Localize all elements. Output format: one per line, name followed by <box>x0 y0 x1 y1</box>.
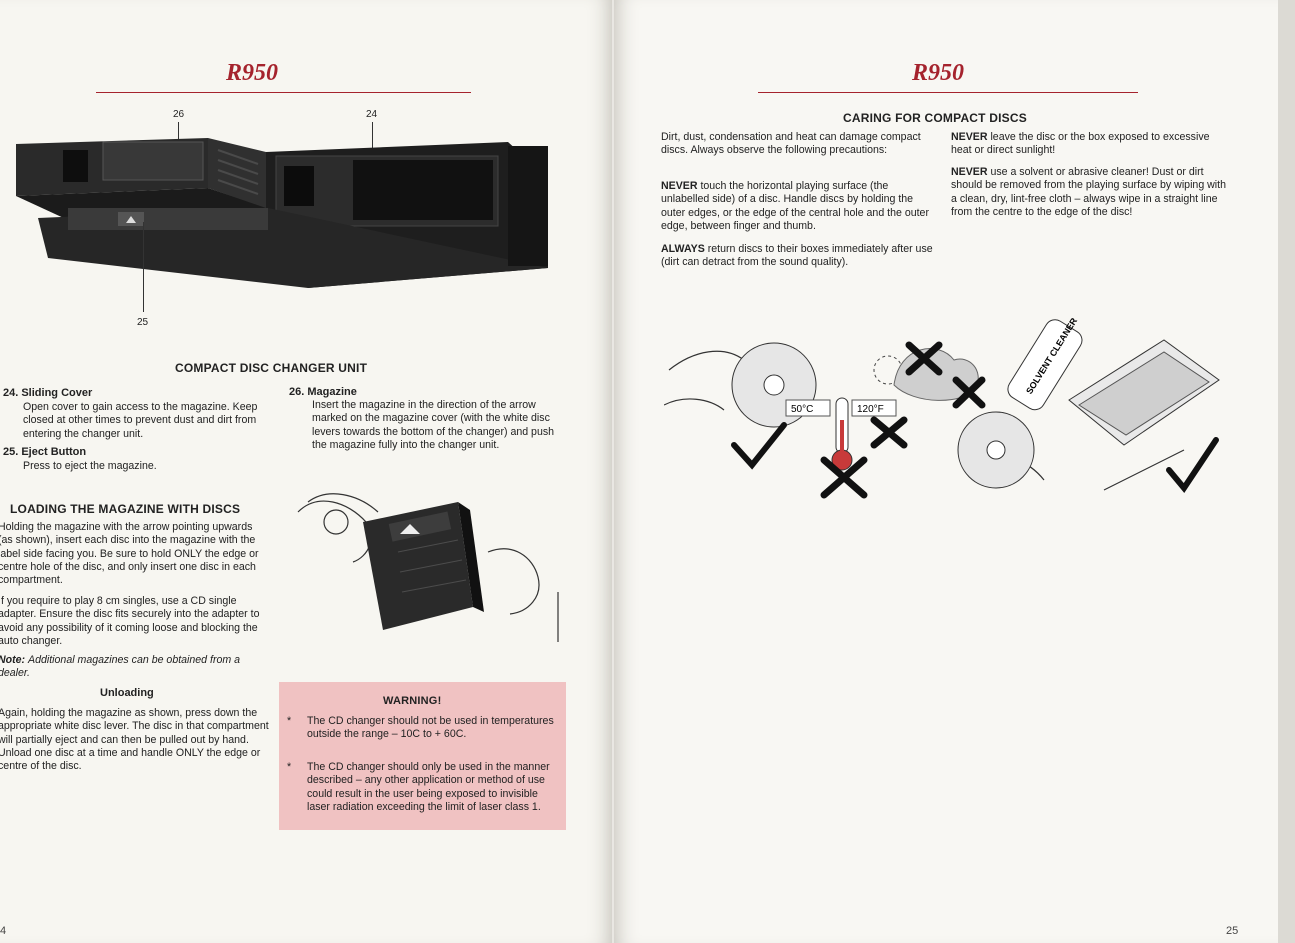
never-heat-text: leave the disc or the box exposed to exc… <box>951 131 1210 157</box>
note-label: Note: <box>0 654 26 666</box>
left-page: R950 26 24 25 COMPACT DISC CHANGER UNIT … <box>0 0 612 943</box>
never-heat-label: NEVER <box>951 131 988 143</box>
loading-paragraph-1: Holding the magazine with the arrow poin… <box>0 521 259 587</box>
never-solvent-label: NEVER <box>951 166 988 178</box>
loading-heading: LOADING THE MAGAZINE WITH DISCS <box>10 502 241 516</box>
right-page-title: R950 <box>912 60 965 86</box>
never-solvent-text: use a solvent or abrasive cleaner! Dust … <box>951 166 1226 218</box>
item-24-text: Open cover to gain access to the magazin… <box>23 401 258 440</box>
item-26-title: 26. Magazine <box>289 386 357 398</box>
callout-25-line <box>143 222 144 312</box>
right-page-number: 25 <box>1226 925 1239 937</box>
item-26-text: Insert the magazine in the direction of … <box>312 399 555 451</box>
callout-24: 24 <box>366 109 378 120</box>
magazine-loading-image <box>297 493 559 642</box>
left-title-rule <box>96 92 471 93</box>
item-25-text: Press to eject the magazine. <box>23 460 157 472</box>
show-through-texture <box>634 600 1254 614</box>
callout-24-line <box>372 122 373 154</box>
temp-fahrenheit-label: 120°F <box>857 404 884 415</box>
warning-bullet-2: * <box>287 761 292 773</box>
right-title-rule <box>758 92 1138 93</box>
left-page-title: R950 <box>226 60 279 86</box>
temp-celsius-label: 50°C <box>791 404 813 415</box>
always-return-label: ALWAYS <box>661 243 705 255</box>
book-edge <box>1278 0 1295 943</box>
callout-26: 26 <box>173 109 185 120</box>
unit-heading: COMPACT DISC CHANGER UNIT <box>175 361 368 375</box>
item-24-title: 24. Sliding Cover <box>3 387 93 399</box>
cd-changer-unit-image <box>16 138 548 288</box>
unloading-text: Again, holding the magazine as shown, pr… <box>0 707 269 773</box>
item-25-title: 25. Eject Button <box>3 446 87 458</box>
warning-text-1: The CD changer should not be used in tem… <box>307 715 554 741</box>
never-touch-text: touch the horizontal playing surface (th… <box>661 180 929 232</box>
warning-text-2: The CD changer should only be used in th… <box>307 761 550 813</box>
warning-bullet-1: * <box>287 715 292 727</box>
disc-care-illustration: 50°C 120°F SOLVENT CLEANER <box>664 316 1220 499</box>
unloading-heading: Unloading <box>100 687 154 699</box>
left-page-number: 4 <box>0 925 7 937</box>
loading-paragraph-2: If you require to play 8 cm singles, use… <box>0 595 260 647</box>
never-touch-label: NEVER <box>661 180 698 192</box>
right-page: R950 CARING FOR COMPACT DISCS Dirt, dust… <box>614 0 1278 943</box>
always-return-text: return discs to their boxes immediately … <box>661 243 933 269</box>
callout-25: 25 <box>137 317 149 328</box>
caring-heading: CARING FOR COMPACT DISCS <box>843 111 1027 125</box>
note-text: Additional magazines can be obtained fro… <box>0 654 241 680</box>
caring-intro: Dirt, dust, condensation and heat can da… <box>661 131 921 157</box>
warning-heading: WARNING! <box>383 695 442 707</box>
warning-box <box>279 682 566 830</box>
